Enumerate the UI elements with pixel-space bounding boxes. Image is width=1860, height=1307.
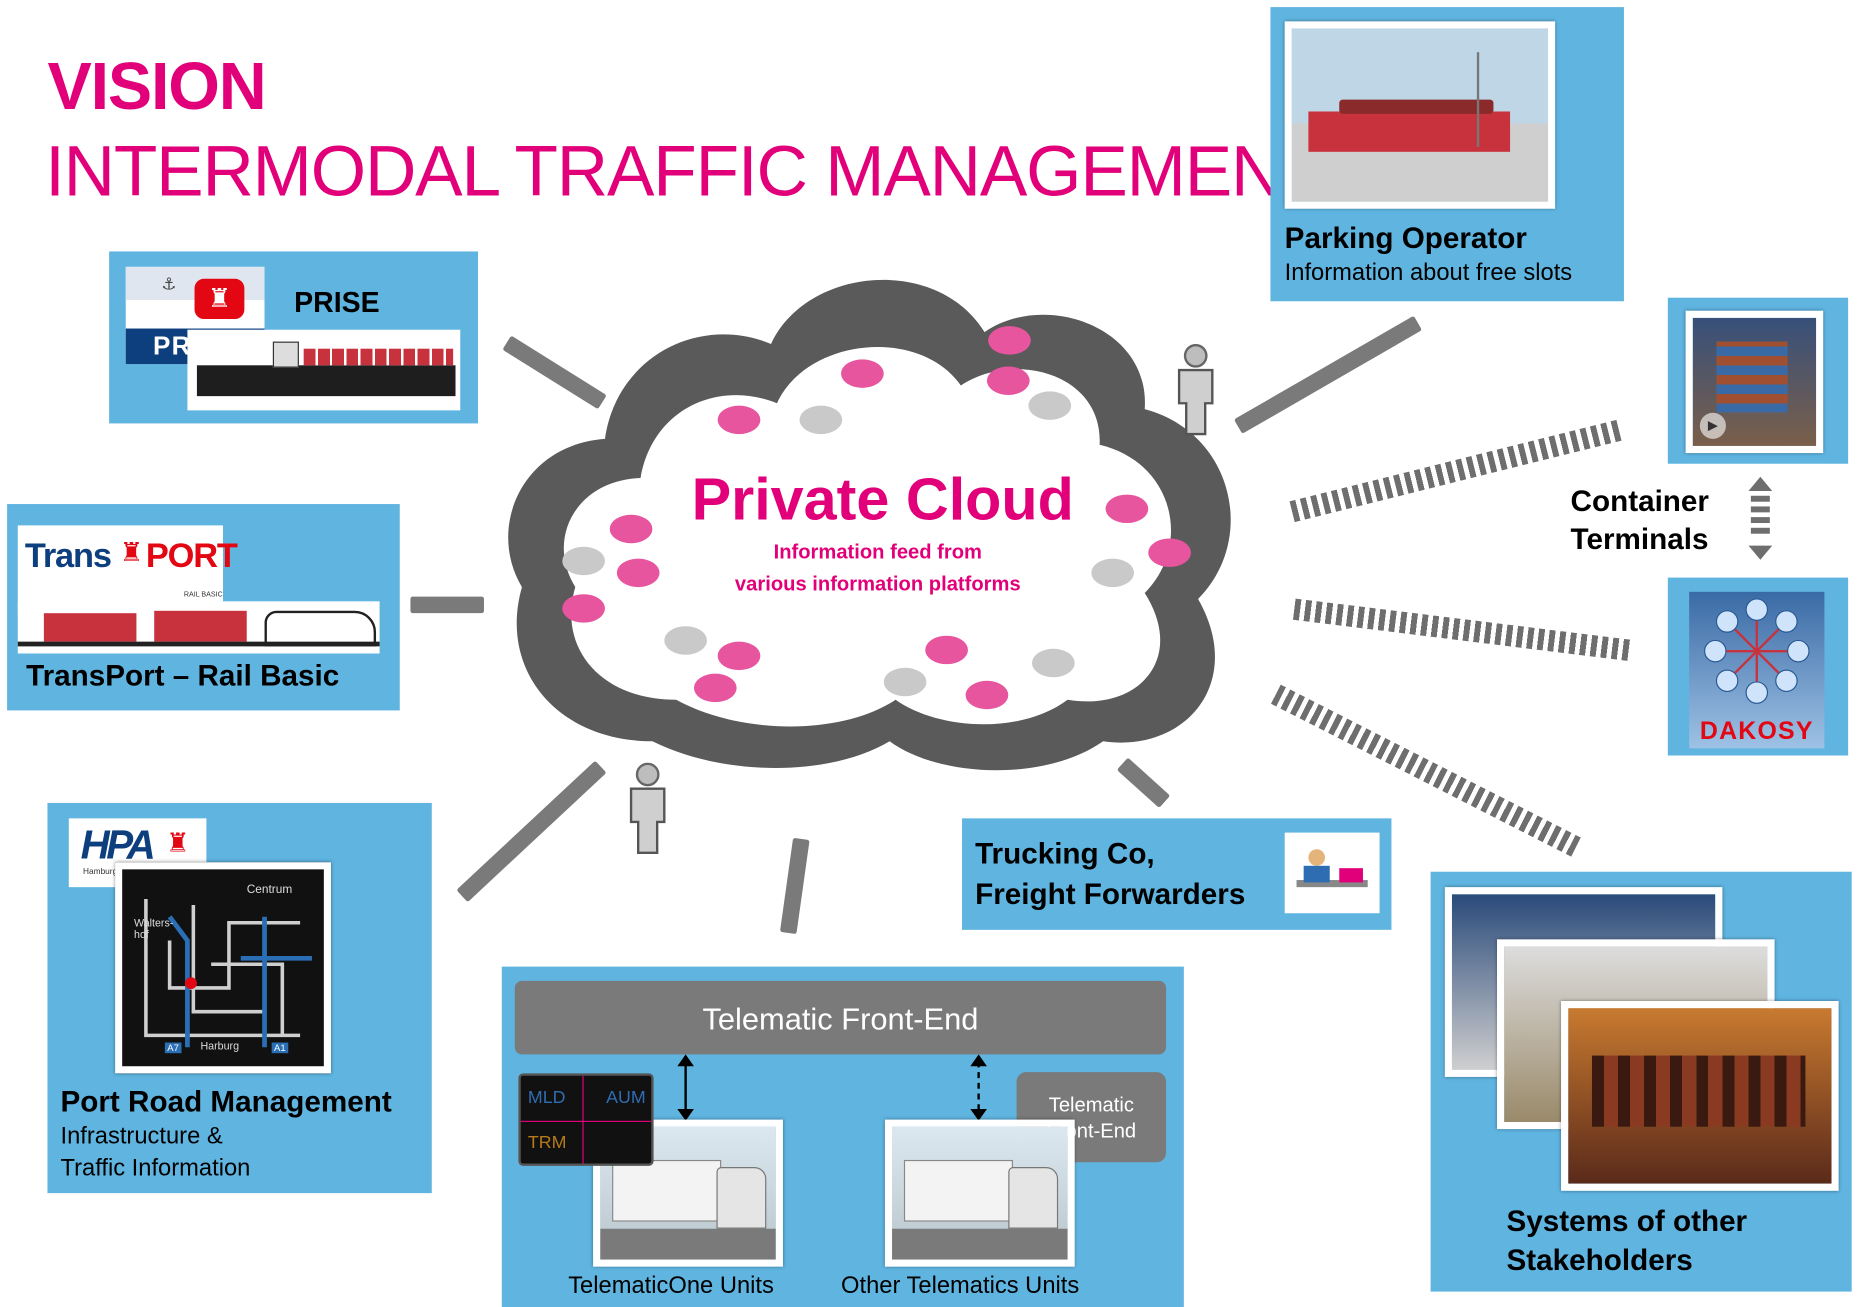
- telematic-screen-device: MLD AUM TRM: [518, 1073, 654, 1166]
- cloud-caption-line1: Information feed from: [773, 540, 982, 564]
- page-title: INTERMODAL TRAFFIC MANAGEMENT: [45, 131, 1325, 212]
- arrow-icon: [677, 1054, 694, 1121]
- container-line2: Terminals: [1570, 523, 1709, 557]
- telematic-one-label: TelematicOne Units: [568, 1272, 774, 1299]
- person-icon: [629, 762, 666, 854]
- vertical-dashed-arrow-icon: [1748, 476, 1773, 560]
- castle-icon: ♜: [166, 827, 190, 858]
- play-icon[interactable]: ▶: [1699, 412, 1726, 439]
- stakeholders-line1: Systems of other: [1506, 1205, 1748, 1239]
- stakeholders-line2: Stakeholders: [1506, 1244, 1693, 1278]
- other-telematics-label: Other Telematics Units: [841, 1272, 1080, 1299]
- hpa-title: Port Road Management: [60, 1085, 392, 1119]
- vision-heading: VISION: [47, 48, 266, 124]
- castle-icon: ♜: [194, 278, 245, 320]
- dakosy-logo: DAKOSY: [1689, 591, 1825, 749]
- screen-label-trm: TRM: [527, 1132, 567, 1153]
- transport-logo: Trans ♜ PORT RAIL BASIC: [17, 525, 238, 616]
- train-graphic: [17, 601, 380, 654]
- telematic-front-end-label: Telematic Front-End: [702, 1001, 979, 1037]
- parking-title: Parking Operator: [1284, 221, 1527, 255]
- hpa-line1: Infrastructure &: [60, 1123, 223, 1150]
- parking-photo: [1284, 21, 1556, 209]
- map-label-centrum: Centrum: [246, 883, 293, 897]
- castle-icon: ♜: [119, 537, 144, 567]
- other-telematics-truck: [884, 1119, 1075, 1267]
- connector-transport: [410, 596, 484, 614]
- transport-logo-small: RAIL BASIC: [183, 591, 223, 599]
- container-terminal-photo: ▶: [1685, 310, 1824, 454]
- prise-label: PRISE: [294, 287, 380, 320]
- hpa-line2: Traffic Information: [60, 1155, 251, 1182]
- mini-front-end-line1: Telematic: [1048, 1093, 1134, 1117]
- transport-logo-trans: Trans: [24, 537, 112, 576]
- map-label-harburg: Harburg: [200, 1040, 240, 1053]
- parking-subtitle: Information about free slots: [1284, 259, 1573, 286]
- map-label-a7: A7: [164, 1042, 182, 1054]
- dakosy-wheel-icon: [1704, 598, 1810, 704]
- prise-ship: [187, 329, 461, 411]
- port-road-map: Centrum Walters- hof Harburg A7 A1: [115, 862, 331, 1074]
- map-label-a1: A1: [271, 1042, 289, 1054]
- cloud-caption-line2: various information platforms: [734, 572, 1021, 596]
- trucking-line2: Freight Forwarders: [975, 877, 1246, 911]
- screen-label-aum: AUM: [606, 1087, 646, 1108]
- office-worker-icon: [1284, 832, 1380, 914]
- map-label-hof: hof: [134, 928, 149, 941]
- transport-logo-port: PORT: [145, 537, 238, 576]
- container-line1: Container: [1570, 485, 1709, 519]
- trucking-line1: Trucking Co,: [975, 837, 1155, 871]
- cloud-title: Private Cloud: [691, 466, 1074, 533]
- road-map-graphic: [144, 899, 312, 1048]
- telematic-front-end-bar: [514, 980, 1167, 1055]
- transport-label: TransPort – Rail Basic: [26, 659, 340, 693]
- hpa-logo-text: HPA: [80, 823, 156, 869]
- map-label-walters: Walters-: [134, 916, 174, 929]
- dakosy-label: DAKOSY: [1699, 717, 1814, 745]
- screen-label-mld: MLD: [527, 1087, 566, 1108]
- dashed-arrow-icon: [970, 1054, 987, 1121]
- stakeholder-photo-3: [1561, 1001, 1839, 1191]
- anchor-icon: ⚓: [161, 273, 177, 293]
- person-icon: [1177, 343, 1214, 436]
